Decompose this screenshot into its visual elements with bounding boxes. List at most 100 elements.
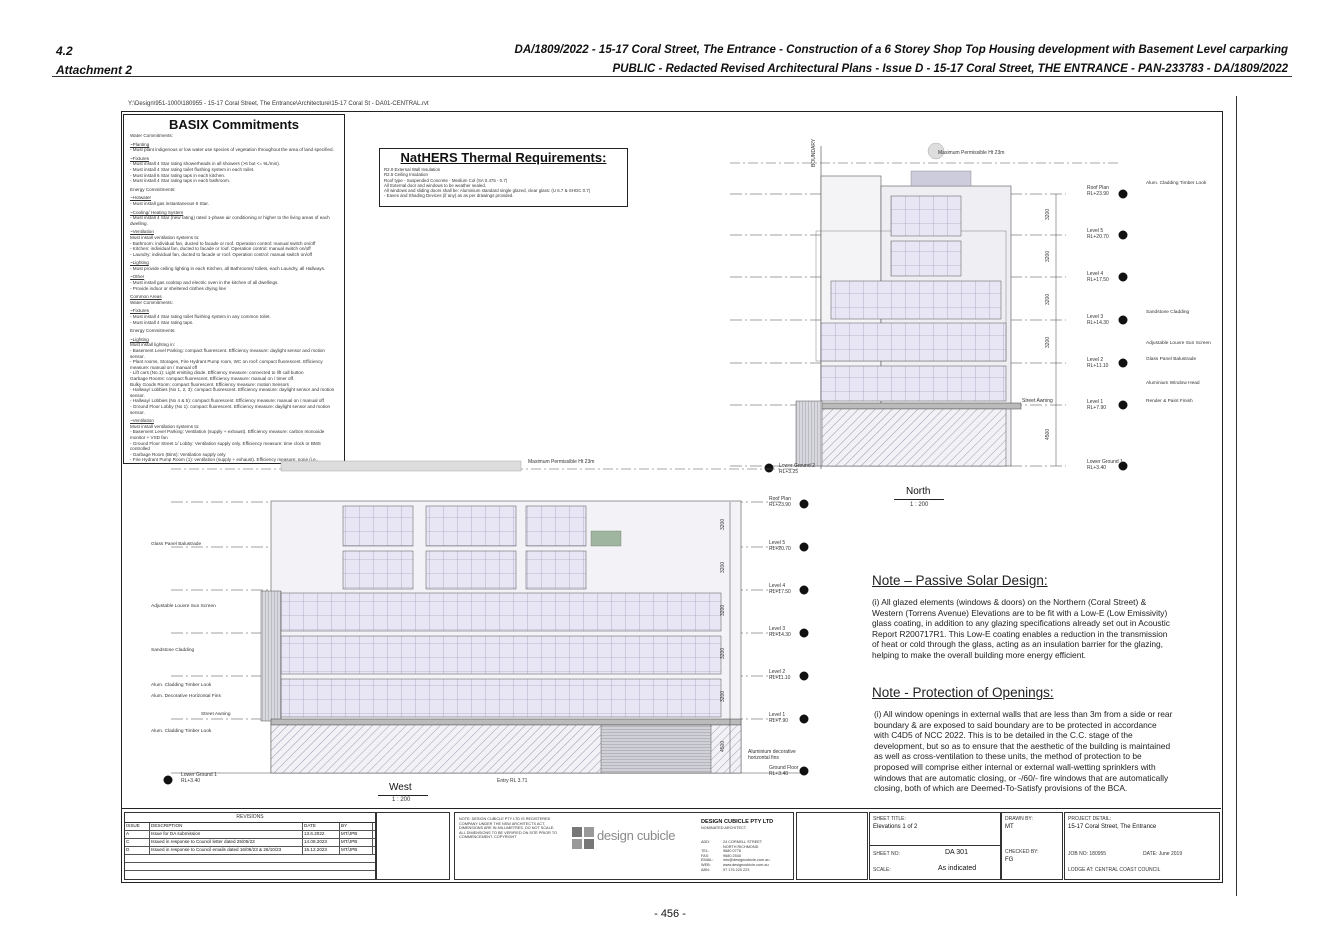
revision-cell: D (125, 847, 150, 854)
openings-line: with C4D5 of NCC 2022. This is to be det… (874, 730, 1133, 741)
contact-label: EMAIL: (701, 858, 714, 863)
north-elevation-title: North (906, 486, 931, 497)
basix-line: Must install lighting in: (130, 342, 175, 348)
nathers-line: R2.5 Ceiling Insulation (384, 172, 428, 178)
disclaimer-text: NOTE: DESIGN CUBICLE PTY LTD IS REGISTER… (459, 817, 558, 840)
page-number: - 456 - (654, 908, 686, 920)
north-boundary-label: BOUNDARY (811, 138, 817, 167)
level-rl: RL+14.30 (1087, 320, 1109, 326)
basix-line: - Must install gas instantaneous 6 Star. (130, 200, 209, 206)
attachment-label: Attachment 2 (56, 63, 133, 77)
level-rl: RL+17.50 (769, 589, 791, 595)
contact-value: info@designcubicle.com.au (723, 858, 770, 863)
material-callout: Alum. Cladding Timber Look (1146, 181, 1207, 186)
level-rl: RL+7.90 (769, 718, 789, 724)
basix-line: ~Ventilation (130, 229, 154, 235)
west-entry-rl: Entry RL 3.71 (497, 778, 528, 784)
west-elevation-title: West (389, 782, 412, 793)
firm-sub: NOMINATED ARCHITECT (701, 826, 747, 830)
sheet-info: SHEET TITLE: Elevations 1 of 2 SHEET NO:… (869, 812, 1001, 880)
lodge-at: LODGE AT: CENTRAL COAST COUNCIL (1068, 867, 1161, 873)
level-rl: RL+7.90 (1087, 405, 1107, 411)
basix-line: - Must install 4 Star rating toilet flus… (130, 314, 271, 320)
material-callout: Glass Panel Balustrade (1146, 357, 1197, 362)
blank-panel (376, 812, 450, 880)
basix-title: BASIX Commitments (168, 117, 300, 132)
west-title-rule (378, 795, 428, 796)
logo-text: design cubicle (597, 828, 676, 843)
revision-cell: DESCRIPTION (150, 823, 303, 830)
basix-line: - Bathroom: individual fan, ducted to fa… (130, 240, 316, 246)
dimension-label: 3200 (1045, 293, 1051, 305)
basix-commitments-box: BASIX Commitments Water Commitments: ~Pla… (123, 114, 345, 464)
passive-line: (i) All glazed elements (windows & doors… (872, 597, 1147, 607)
nathers-line: R2.0 External Wall Insulation (384, 167, 441, 172)
project-label: PROJECT DETAIL: (1068, 816, 1112, 822)
scale-label: SCALE: (873, 867, 891, 873)
level-name: Roof Plan (769, 496, 791, 502)
level-name: Level 4 (769, 583, 786, 589)
basix-line: - Hallway/ Lobbies (No 1, 2, 3): compact… (130, 387, 335, 398)
west-lg-rl: RL+3.40 (181, 778, 201, 784)
material-callout: Alum. Cladding Timber Look (151, 729, 212, 734)
contact-value: 9680 2540 (723, 853, 741, 858)
revision-cell: 13.6.2022 (303, 831, 340, 838)
basix-line: - Kitchen: individual fan, ducted to fac… (130, 246, 311, 252)
revisions-title: REVISIONS (125, 813, 375, 823)
basix-line: ~Planting (130, 141, 150, 147)
west-elevation (163, 460, 809, 785)
level-name: Level 3 (769, 626, 786, 632)
firm-name: DESIGN CUBICLE PTY LTD (701, 819, 774, 825)
contact-value: 24 CORNELL STREET (723, 840, 763, 844)
margin-line (1236, 96, 1237, 896)
header-title-line1: DA/1809/2022 - 15-17 Coral Street, The E… (514, 44, 1288, 56)
basix-line: Energy Commitments: (130, 186, 176, 192)
openings-line: development, but so as to ensure that th… (874, 740, 1171, 751)
level-rl: RL+20.70 (769, 546, 791, 552)
material-callout: Adjustable Louvre Sun Screen (1146, 341, 1211, 346)
openings-line: windows that are automatic closing, or -… (874, 772, 1169, 783)
north-elevation (730, 142, 1128, 473)
passive-line: Report R200717R1. This Low-E coating ena… (872, 628, 1168, 639)
drawn-by: MT (1005, 824, 1014, 830)
revision-cell: Issued in response to Council letter dat… (150, 839, 303, 846)
nathers-box: NatHERS Thermal Requirements: R2.0 Exter… (379, 148, 628, 207)
revision-cell: A (125, 831, 150, 838)
contact-row: ABN:97 176 220 223 (701, 868, 770, 873)
level-rl: RL+23.90 (769, 502, 791, 508)
passive-line: glass coating, in addition to any glazin… (872, 618, 1170, 629)
contact-value: www.designcubicle.com.au (723, 862, 769, 867)
basix-line: ~Hotwater (130, 195, 152, 201)
basix-line: Must install ventilation systems to: (130, 423, 200, 429)
level-rl: RL+11.10 (769, 675, 791, 681)
contact-label: ADD: (701, 840, 711, 844)
level-name: Roof Plan (1087, 185, 1109, 191)
west-elevation-scale: 1 : 200 (392, 797, 411, 803)
level-rl: RL+20.70 (1087, 234, 1109, 240)
level-name: Level 3 (1087, 314, 1104, 320)
material-callout: Alum. Cladding Timber Look (151, 683, 212, 688)
checked-by-label: CHECKED BY: (1005, 849, 1039, 855)
elevations-drawing (163, 142, 1128, 785)
drawn-by-label: DRAWN BY: (1005, 816, 1033, 822)
level-rl: RL+23.90 (1087, 191, 1109, 197)
openings-line: boundary & are exposed to said boundary … (874, 719, 1157, 730)
basix-line: ~Fixtures (130, 308, 150, 314)
basix-line: Bulky Goods Room: compact fluorescent. E… (130, 381, 289, 387)
revision-cell: Issue for DA submission (150, 831, 303, 838)
sheet-title-label: SHEET TITLE: (873, 816, 906, 822)
material-callout: Street Awning (201, 712, 231, 717)
basix-line: - Must install 4 Star rating toilet flus… (130, 166, 255, 172)
basix-line: Water Commitments: (130, 299, 173, 305)
west-level-markers (163, 499, 809, 785)
revision-cell: 14.08.2023 (303, 839, 340, 846)
revision-row-empty (125, 863, 375, 871)
revision-cell: DATE (303, 823, 340, 830)
contact-label: ABN: (701, 867, 710, 872)
level-name: Level 5 (1087, 228, 1104, 234)
revision-cell: BY (340, 823, 373, 830)
basix-line: ~Cooling/ Heating System (130, 209, 184, 215)
